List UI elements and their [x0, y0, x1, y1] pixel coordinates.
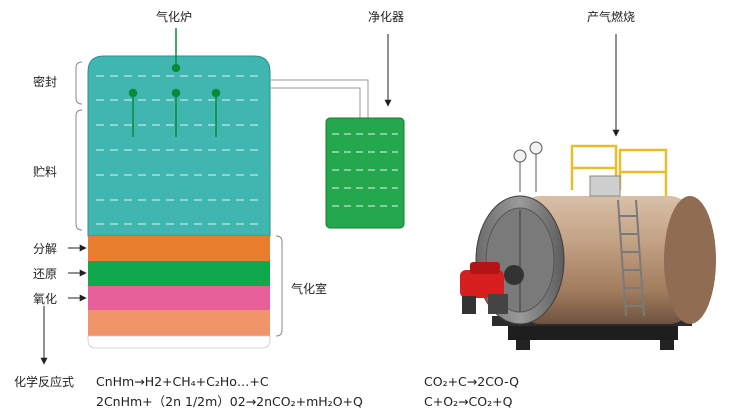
purifier	[325, 117, 405, 229]
gasifier-body	[87, 55, 271, 237]
label-oxidize: 氧化	[33, 292, 57, 306]
layer-reduce	[88, 261, 270, 286]
top-railing	[570, 144, 668, 196]
connecting-pipe	[270, 79, 369, 118]
gasifier-base	[87, 335, 271, 349]
boiler-shell	[520, 196, 690, 324]
gasifier-title: 气化炉	[156, 9, 192, 24]
gasifier-vessel	[87, 28, 271, 349]
boiler-illustration	[460, 141, 716, 350]
ladder	[617, 199, 645, 317]
left-brackets	[75, 61, 283, 337]
label-reduce: 还原	[33, 267, 57, 281]
burner-title: 产气燃烧	[587, 9, 635, 24]
pressure-gauges	[513, 141, 543, 192]
layer-bottom	[88, 310, 270, 336]
label-storage: 贮料	[33, 164, 57, 179]
purifier-title: 净化器	[368, 10, 404, 24]
layer-decompose	[88, 236, 270, 261]
layer-oxidize	[88, 286, 270, 310]
equation-right-2: C+O₂→CO₂+Q	[424, 394, 513, 409]
layer-arrows	[40, 244, 87, 365]
reaction-formula-label: 化学反应式	[14, 374, 74, 389]
equation-left-1: CnHm→H2+CH₄+C₂Ho…+C	[96, 374, 269, 389]
label-decompose: 分解	[33, 242, 57, 256]
label-seal: 密封	[33, 74, 57, 89]
burner-unit	[460, 262, 508, 314]
equation-right-1: CO₂+C→2CO-Q	[424, 374, 519, 389]
equation-left-2: 2CnHm+（2n 1/2m）02→2nCO₂+mH₂O+Q	[96, 394, 363, 409]
label-chamber: 气化室	[291, 281, 327, 296]
gasifier-probes	[128, 28, 221, 137]
purifier-tank	[325, 117, 405, 229]
